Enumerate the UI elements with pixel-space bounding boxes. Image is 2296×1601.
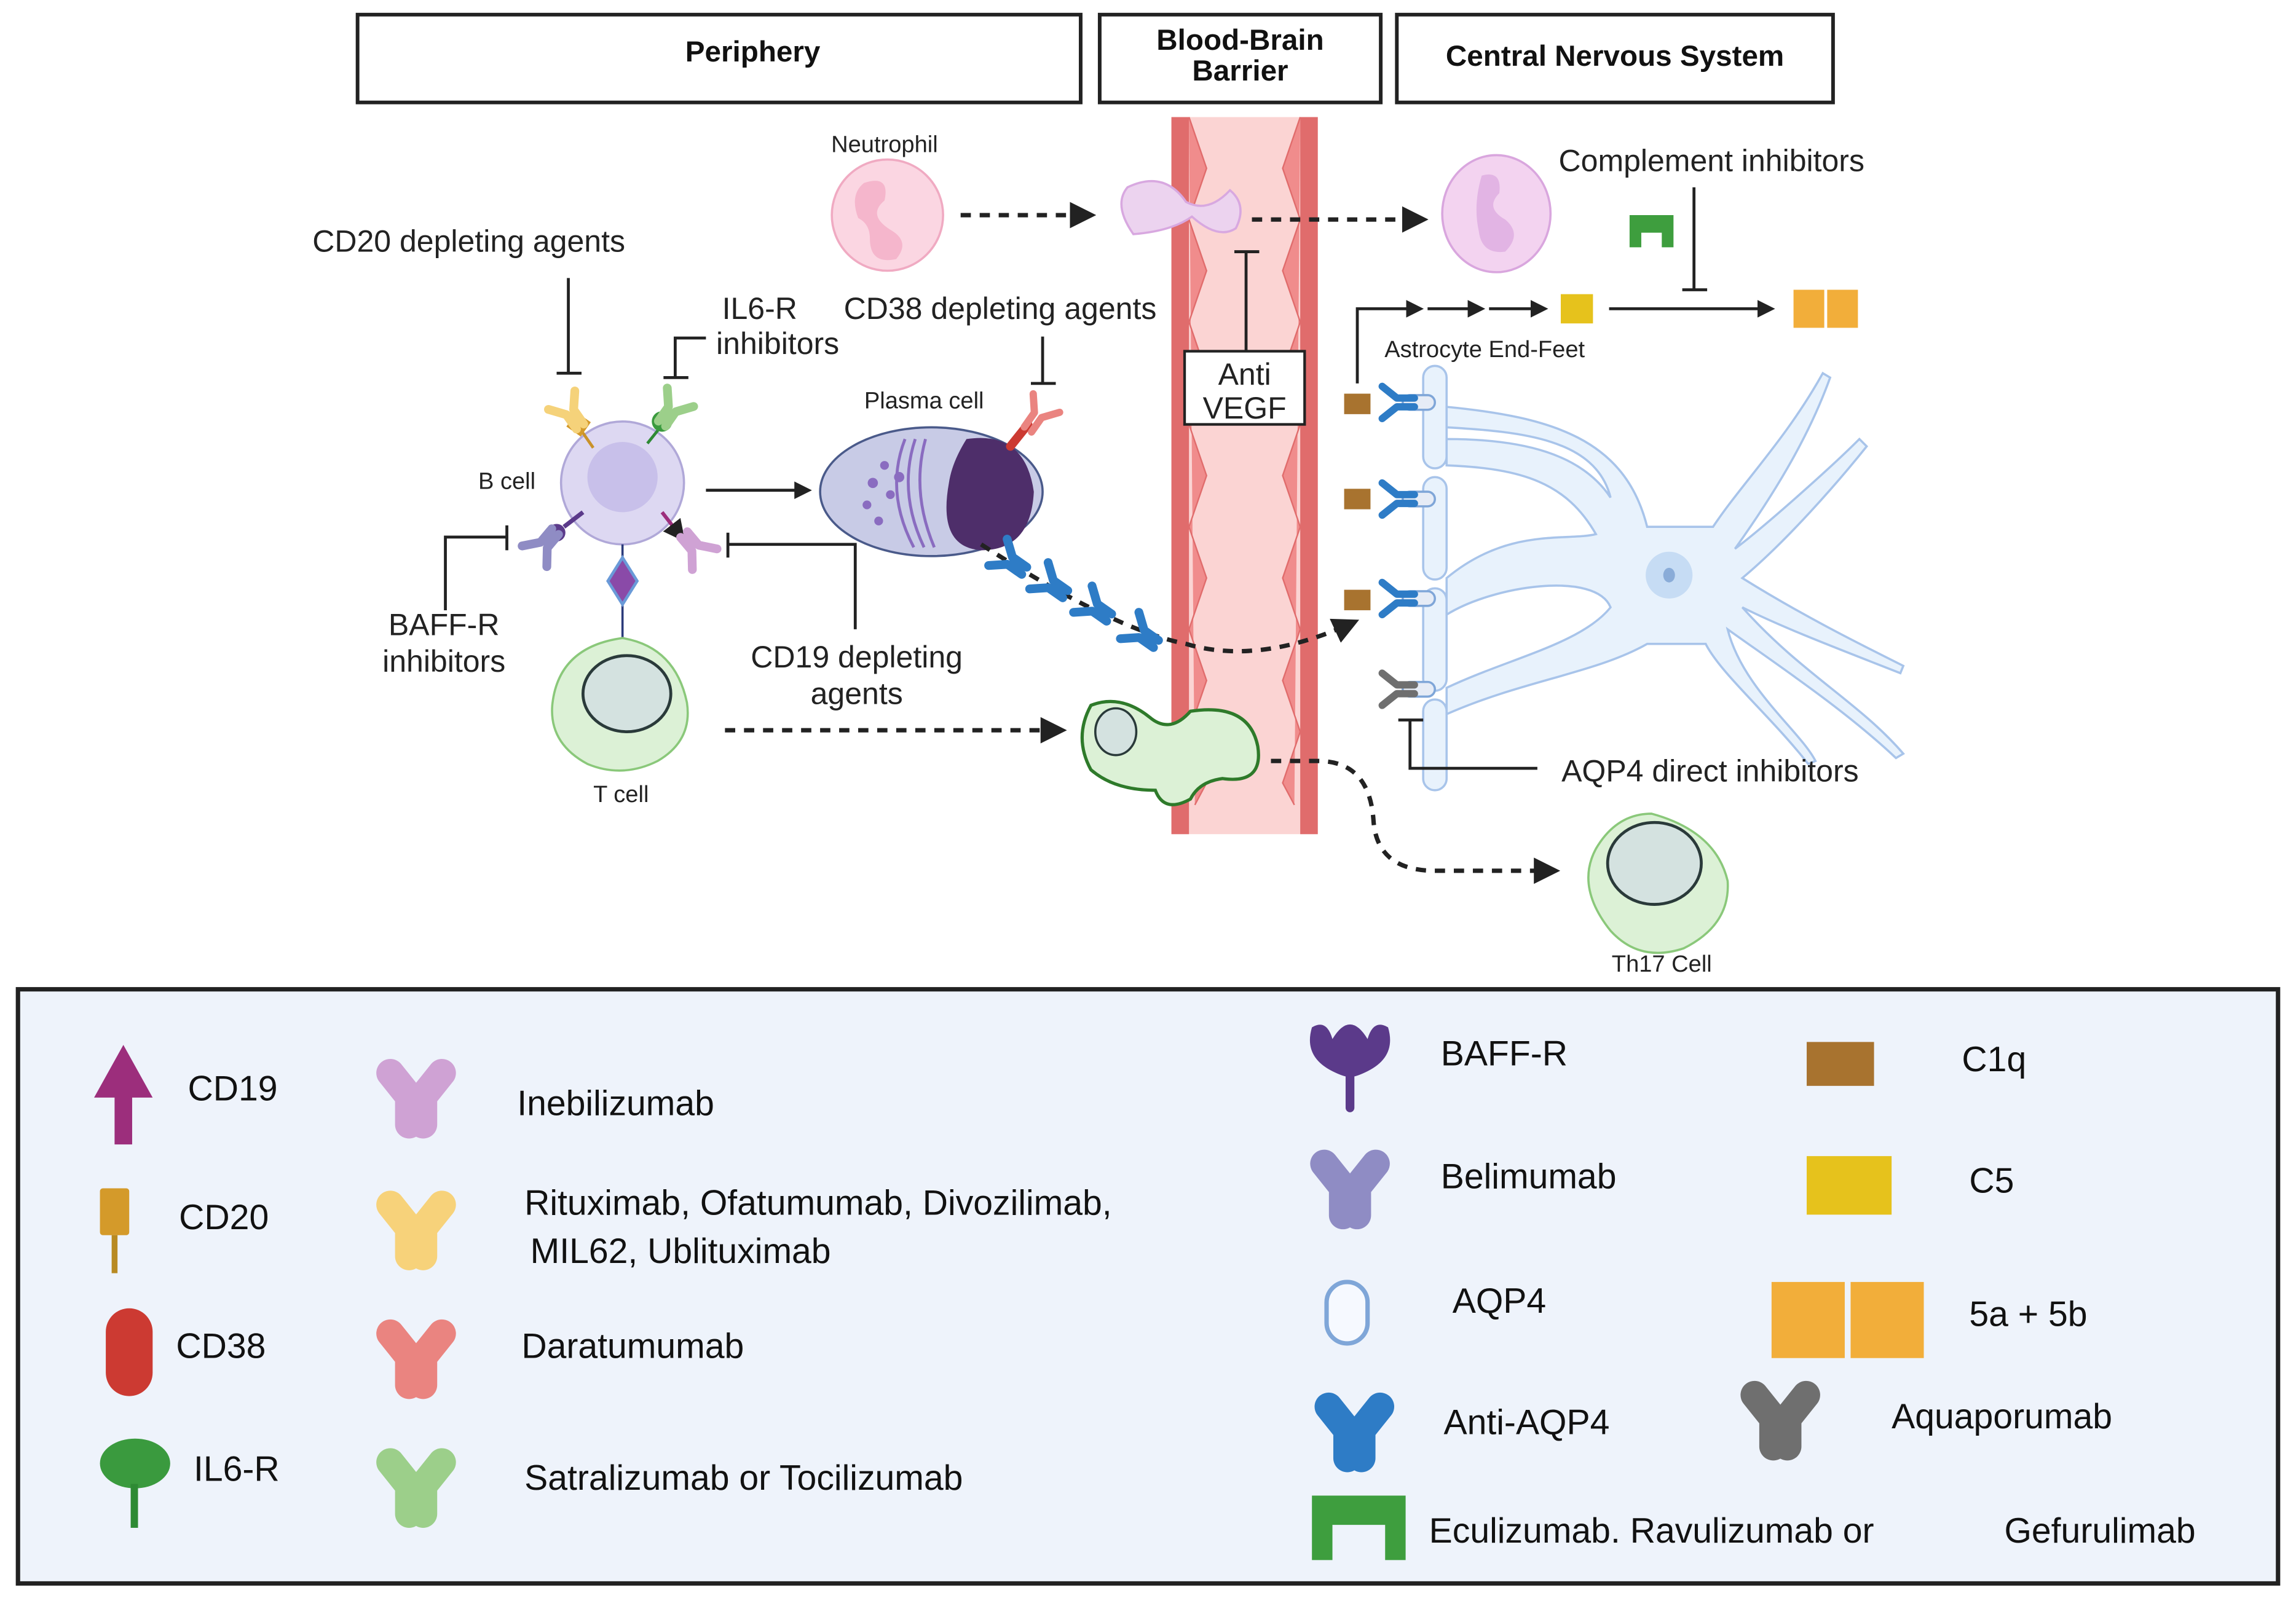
aqp4-direct-inhibitor: AQP4 direct inhibitors [1398,718,1859,789]
legend-item-baffr: BAFF-R [1309,1024,1568,1112]
legend-item-c1q: C1q [1807,1040,2026,1086]
legend-complement-label-a: Eculizumab. Ravulizumab or [1429,1511,1874,1551]
legend-aqp4-label: AQP4 [1453,1281,1546,1321]
neutrophil-cns-cell [1441,154,1552,273]
legend-aquaporumab-label: Aquaporumab [1892,1397,2112,1436]
legend-panel: CD19 CD20 CD38 IL6-R Inebilizumab [15,987,2281,1586]
il6r-therapy-label-2: inhibitors [716,326,839,361]
legend-daratumumab-label: Daratumumab [521,1327,744,1366]
legend-inebilizumab-label: Inebilizumab [517,1084,714,1123]
neutrophil-transmigrating [1120,179,1242,235]
th17-cell: Th17 Cell [1587,812,1729,977]
legend-item-complement-inhibitors: Eculizumab. Ravulizumab or Gefurulimab [1312,1495,2196,1560]
c5-square-icon [1807,1156,1892,1215]
anti-vegf-inhibitor: Anti VEGF [1183,250,1306,426]
legend-item-il6r: IL6-R [100,1438,280,1528]
aqp4-channel-icon [1324,1280,1370,1346]
t-cell-transmigrating [1080,699,1260,806]
plasma-cell-label: Plasma cell [864,388,984,414]
legend-baffr-label: BAFF-R [1441,1034,1568,1073]
il6r-therapy-label-1: IL6-R [722,291,797,326]
legend-satralizumab-label: Satralizumab or Tocilizumab [524,1458,963,1498]
th17-cell-label: Th17 Cell [1612,951,1712,977]
astrocyte-end-feet-label: Astrocyte End-Feet [1384,337,1585,363]
il6r-receptor-icon [100,1438,170,1528]
legend-c5-label: C5 [1969,1162,2014,1201]
cd38-capsule-icon [106,1308,153,1396]
th17-migration-arrow [1271,758,1561,884]
legend-item-belimumab: Belimumab [1324,1157,1616,1216]
legend-c5a-c5b-label: 5a + 5b [1969,1294,2087,1334]
cd20-therapy-label: CD20 depleting agents [312,224,625,259]
cd19-therapy-label-1: CD19 depleting [751,640,963,674]
legend-item-c5a-c5b: 5a + 5b [1771,1281,2088,1358]
legend-item-cd38: CD38 [106,1308,266,1396]
il6r-inhibitor: IL6-R inhibitors [663,291,839,379]
legend-item-anti-aqp4: Anti-AQP4 [1328,1403,1609,1458]
legend-item-aqp4: AQP4 [1324,1280,1546,1346]
baffr-therapy-label-2: inhibitors [382,644,505,679]
header-periphery: Periphery [355,12,1083,104]
legend-belimumab-label: Belimumab [1441,1157,1617,1197]
legend-item-daratumumab: Daratumumab [390,1327,744,1385]
t-cell-label: T cell [593,782,649,808]
header-cns-label: Central Nervous System [1446,40,1784,73]
b-cell: B cell [478,388,717,647]
legend-c1q-label: C1q [1962,1040,2026,1079]
c5a-square-icon [1793,289,1825,328]
cd38-therapy-label: CD38 depleting agents [844,291,1157,326]
header-blood-brain-barrier: Blood-Brain Barrier [1097,12,1383,104]
legend-cd20-antibodies-label-2: MIL62, Ublituximab [531,1232,831,1271]
legend-item-cd19: CD19 [94,1045,278,1145]
legend-item-cd20-antibodies: Rituximab, Ofatumumab, Divozilimab, MIL6… [390,1183,1112,1271]
cd20-inhibitor: CD20 depleting agents [312,224,625,375]
complement-therapy-label: Complement inhibitors [1559,144,1864,178]
legend-item-cd20: CD20 [100,1188,269,1273]
cd19-therapy-label-2: agents [811,676,903,710]
legend-item-satralizumab: Satralizumab or Tocilizumab [390,1458,963,1514]
baffr-receptor-icon [1309,1024,1391,1112]
header-cns: Central Nervous System [1395,12,1835,104]
anti-aqp4-antibody-trail [980,539,1360,657]
complement-inhibitor-icon [1629,215,1674,248]
b-cell-label: B cell [478,468,535,494]
legend-item-inebilizumab: Inebilizumab [390,1073,714,1125]
aqp4-direct-therapy-label: AQP4 direct inhibitors [1561,754,1859,789]
c5b-square-icon [1827,289,1858,328]
legend-cd20-antibodies-label-1: Rituximab, Ofatumumab, Divozilimab, [524,1183,1112,1222]
astrocyte [1344,364,1905,792]
legend-item-c5: C5 [1807,1156,2014,1215]
header-periphery-label: Periphery [685,36,821,68]
legend-complement-label-b: Gefurulimab [2004,1511,2195,1551]
neutrophil-label: Neutrophil [831,132,938,158]
legend-anti-aqp4-label: Anti-AQP4 [1443,1403,1609,1442]
c5a-c5b-squares-icon [1771,1281,1924,1358]
header-bbb-line2: Barrier [1192,55,1288,87]
header-bbb-line1: Blood-Brain [1156,24,1324,57]
legend-item-aquaporumab: Aquaporumab [1754,1395,2112,1447]
t-cell: T cell [551,637,689,808]
anti-vegf-label-1: Anti [1218,357,1271,391]
complement-inhibitor-icon [1312,1495,1406,1560]
baffr-therapy-label-1: BAFF-R [389,607,500,642]
c1q-square-icon [1807,1042,1874,1086]
legend-cd19-label: CD19 [187,1069,277,1109]
cd20-receptor-icon [100,1188,130,1273]
legend-il6r-label: IL6-R [194,1450,280,1489]
baffr-inhibitor: BAFF-R inhibitors [382,525,508,679]
c5-square-icon [1560,294,1593,324]
cd19-arrow-icon [94,1045,153,1145]
cd19-inhibitor: CD19 depleting agents [726,532,963,710]
legend-cd38-label: CD38 [176,1327,266,1366]
cd38-inhibitor: CD38 depleting agents [844,291,1157,385]
neutrophil-cell: Neutrophil [830,132,944,272]
legend-cd20-label: CD20 [179,1198,269,1237]
plasma-cell: Plasma cell [819,388,1060,557]
complement-cascade: Astrocyte End-Feet Complement inhibitors [1355,144,1864,384]
anti-vegf-label-2: VEGF [1203,391,1287,425]
